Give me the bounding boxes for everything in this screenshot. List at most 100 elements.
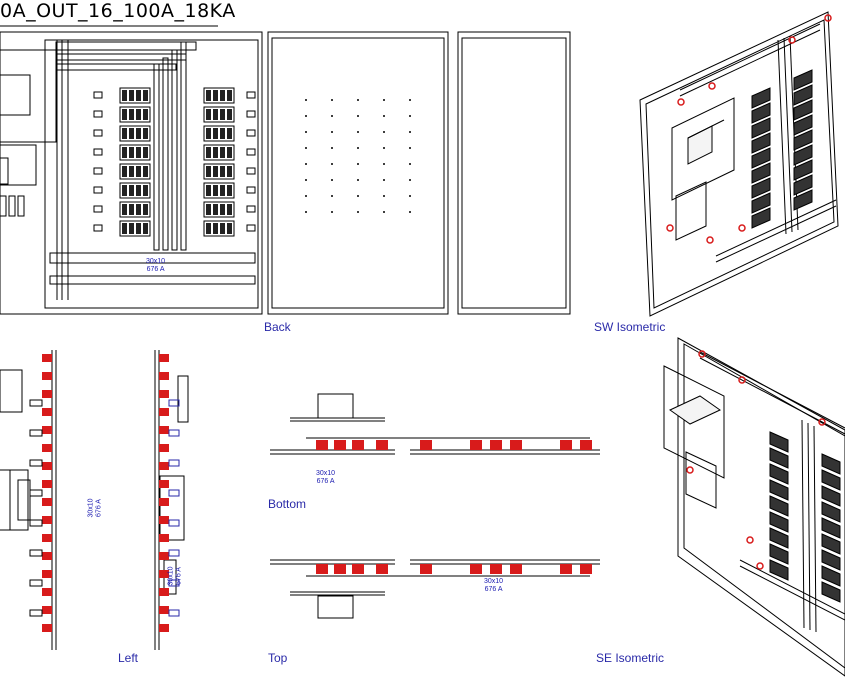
iso-breaker bbox=[751, 162, 771, 184]
iso-breaker bbox=[751, 177, 771, 199]
red-clamp bbox=[42, 498, 52, 506]
mounting-hole bbox=[305, 115, 307, 117]
red-clamp bbox=[42, 606, 52, 614]
red-clamp bbox=[42, 390, 52, 398]
mounting-hole bbox=[331, 131, 333, 133]
breaker-pole bbox=[136, 109, 141, 120]
mounting-hole bbox=[383, 147, 385, 149]
red-block bbox=[580, 440, 592, 450]
mounting-hole bbox=[409, 179, 411, 181]
breaker-pole bbox=[227, 204, 232, 215]
breaker-pole bbox=[122, 223, 127, 234]
breaker-pole bbox=[143, 147, 148, 158]
terminal-right bbox=[246, 91, 256, 99]
mounting-hole bbox=[305, 131, 307, 133]
iso-breaker bbox=[793, 84, 813, 106]
red-clamp bbox=[42, 372, 52, 380]
red-marker bbox=[746, 536, 754, 544]
breaker-pole bbox=[143, 109, 148, 120]
mounting-hole bbox=[305, 211, 307, 213]
sw-iso-highlights bbox=[666, 14, 832, 244]
mounting-hole bbox=[383, 211, 385, 213]
iso-breaker bbox=[769, 511, 789, 533]
busbar-left-size: 30x10 bbox=[87, 498, 95, 518]
red-block bbox=[470, 440, 482, 450]
iso-breaker bbox=[793, 159, 813, 181]
red-clamp bbox=[42, 444, 52, 452]
red-marker bbox=[698, 350, 706, 358]
right-side-highlights bbox=[159, 354, 180, 632]
mounting-hole bbox=[383, 131, 385, 133]
mounting-hole bbox=[383, 99, 385, 101]
breaker-module bbox=[203, 201, 235, 218]
iso-breaker bbox=[751, 132, 771, 154]
breaker-pole bbox=[122, 147, 127, 158]
view-label-top: Top bbox=[268, 651, 288, 665]
breaker-pole bbox=[143, 223, 148, 234]
red-marker bbox=[738, 224, 746, 232]
breaker-pole bbox=[136, 90, 141, 101]
iso-breaker bbox=[821, 565, 841, 587]
terminal-left bbox=[93, 91, 103, 99]
mounting-hole bbox=[383, 179, 385, 181]
breaker-pole bbox=[213, 166, 218, 177]
breaker-pole bbox=[206, 204, 211, 215]
iso-breaker bbox=[769, 479, 789, 501]
red-marker bbox=[706, 236, 714, 244]
view-label-sw-isometric: SW Isometric bbox=[594, 320, 666, 334]
red-clamp bbox=[159, 534, 169, 542]
red-clamp bbox=[159, 444, 169, 452]
mounting-hole bbox=[331, 99, 333, 101]
red-block bbox=[334, 440, 346, 450]
mounting-hole bbox=[409, 131, 411, 133]
terminal-right bbox=[246, 205, 256, 213]
breaker-pole bbox=[143, 185, 148, 196]
red-marker bbox=[708, 82, 716, 90]
iso-breaker bbox=[751, 87, 771, 109]
top-view bbox=[270, 559, 600, 619]
iso-breaker bbox=[821, 581, 841, 603]
red-clamp bbox=[159, 588, 169, 596]
mounting-hole bbox=[305, 179, 307, 181]
mounting-hole bbox=[331, 211, 333, 213]
red-clamp bbox=[159, 408, 169, 416]
red-marker bbox=[788, 36, 796, 44]
mounting-hole bbox=[305, 99, 307, 101]
red-clamp bbox=[159, 624, 169, 632]
red-clamp bbox=[42, 552, 52, 560]
breaker-pole bbox=[136, 185, 141, 196]
breaker-rows bbox=[93, 87, 256, 237]
breaker-profile bbox=[168, 549, 180, 557]
breaker-pole bbox=[213, 90, 218, 101]
red-block bbox=[560, 440, 572, 450]
iso-breaker bbox=[751, 192, 771, 214]
busbar-bottom-size: 30x10 bbox=[316, 470, 336, 477]
top-view-highlights bbox=[316, 564, 592, 574]
breaker-profile bbox=[168, 429, 180, 437]
breaker-profile bbox=[168, 519, 180, 527]
breaker-pole bbox=[143, 128, 148, 139]
iso-breaker bbox=[769, 527, 789, 549]
busbar-side-size: 30x10 bbox=[167, 566, 175, 586]
breaker-pole bbox=[220, 90, 225, 101]
busbar-top-current: 676 A bbox=[484, 586, 503, 593]
mounting-hole bbox=[305, 163, 307, 165]
mounting-hole bbox=[357, 131, 359, 133]
breaker-profile bbox=[29, 459, 43, 467]
left-view bbox=[0, 350, 57, 650]
back-view bbox=[267, 31, 449, 315]
red-clamp bbox=[159, 426, 169, 434]
breaker-pole bbox=[122, 128, 127, 139]
red-block bbox=[470, 564, 482, 574]
sw-isometric-view bbox=[639, 11, 839, 317]
breaker-module bbox=[203, 182, 235, 199]
terminal-left bbox=[93, 148, 103, 156]
red-block bbox=[560, 564, 572, 574]
busbar-bottom-current: 676 A bbox=[316, 478, 335, 485]
red-block bbox=[376, 440, 388, 450]
red-block bbox=[316, 564, 328, 574]
mounting-hole bbox=[357, 179, 359, 181]
terminal-right bbox=[246, 129, 256, 137]
mounting-hole bbox=[357, 115, 359, 117]
